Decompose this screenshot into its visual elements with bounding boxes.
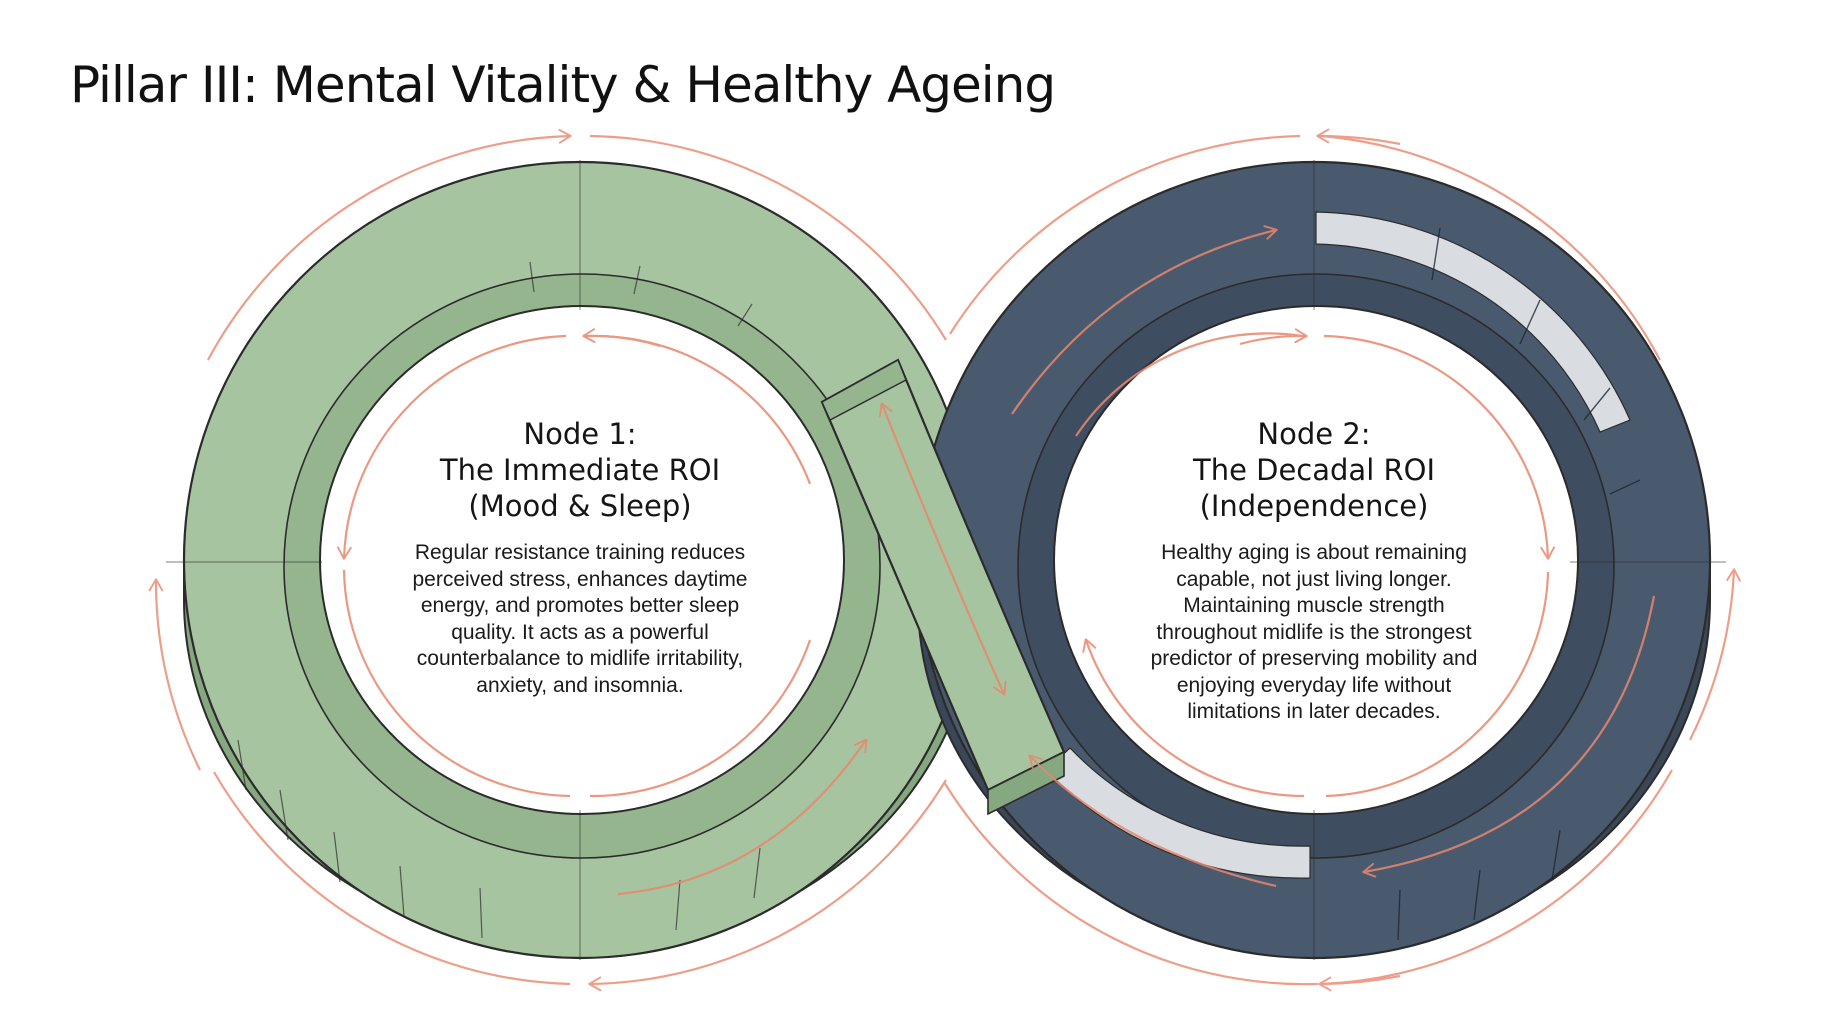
left-ring-green [166,160,978,960]
node-2-body-line: Maintaining muscle strength [1183,594,1445,617]
node-2-body-line: throughout midlife is the strongest [1156,620,1472,644]
inner-arrow-right-top-head [1239,328,1308,346]
inner-arrow-left-lower-right [589,639,812,798]
orbit-arrow-left-bottom [213,771,571,986]
inner-arrow-left-top-head [582,328,661,348]
surface-arrow-crossing [878,402,1007,696]
inner-arrow-right-upper-right [1323,334,1555,560]
orbit-arrow-right-lower-left [943,781,1319,986]
node-1-panel: Node 1: The Immediate ROI (Mood & Sleep)… [370,416,790,699]
surface-arrow-navy-right [1362,595,1656,878]
node-1-title: Node 1: The Immediate ROI (Mood & Sleep) [370,416,790,524]
node-1-description: Regular resistance training reduces perc… [370,540,790,699]
node-2-title: Node 2: The Decadal ROI (Independence) [1104,416,1524,524]
orbit-arrow-left-top [207,128,572,361]
node-1-title-line-1: Node 1: [523,417,637,451]
node-1-title-line-2: The Immediate ROI [439,453,721,487]
node-1-body-line: perceived stress, enhances daytime [412,567,748,591]
orbit-arrow-right-lower-left-head [1318,974,1401,992]
orbit-arrow-right-bottom [1321,769,1673,986]
page-title: Pillar III: Mental Vitality & Healthy Ag… [70,56,1056,114]
outer-orbit-arrows [148,128,1741,992]
node-2-body-line: Healthy aging is about remaining [1161,541,1467,564]
inner-arrow-right-lower-left [1082,638,1305,798]
surface-arrow-green-bottom [617,738,868,896]
surface-arrow-navy-top [1011,225,1278,415]
node-2-body-line: predictor of preserving mobility and [1150,647,1478,670]
node-1-body-line: counterbalance to midlife irritability, [416,647,744,670]
right-ring-navy [916,160,1726,960]
node-1-body-line: anxiety, and insomnia. [476,673,684,697]
orbit-arrow-right-upper-left-head [1316,128,1401,146]
node-2-body-line: limitations in later decades. [1187,700,1441,723]
orbit-arrow-right-upper-left [949,134,1301,335]
inner-arrow-right-lower-right [1325,571,1550,798]
orbit-arrow-left-left [148,578,201,771]
node-1-body-line: quality. It acts as a powerful [451,620,709,644]
node-2-title-line-3: (Independence) [1199,489,1429,523]
node-2-title-line-1: Node 2: [1257,417,1371,451]
node-1-body-line: Regular resistance training reduces [414,541,746,564]
orbit-arrow-left-upper-right [589,134,947,341]
inner-flow-arrows [337,225,1656,896]
node-2-title-line-2: The Decadal ROI [1192,453,1436,487]
node-1-title-line-3: (Mood & Sleep) [468,489,692,523]
surface-arrow-navy-bottom [1028,754,1277,888]
node-2-panel: Node 2: The Decadal ROI (Independence) H… [1104,416,1524,726]
inner-arrow-left-upper-left [337,334,567,560]
orbit-arrow-right-right [1689,568,1741,741]
node-1-body-line: energy, and promotes better sleep [420,594,740,617]
orbit-arrow-left-lower-right [588,779,947,992]
node-2-description: Healthy aging is about remaining capable… [1104,540,1524,726]
inner-arrow-left-lower-left [342,569,571,798]
orbit-arrow-right-top [1321,134,1661,361]
node-2-body-line: capable, not just living longer. [1176,567,1452,591]
node-2-body-line: enjoying everyday life without [1176,673,1452,697]
inner-arrow-right-top [1075,332,1303,437]
